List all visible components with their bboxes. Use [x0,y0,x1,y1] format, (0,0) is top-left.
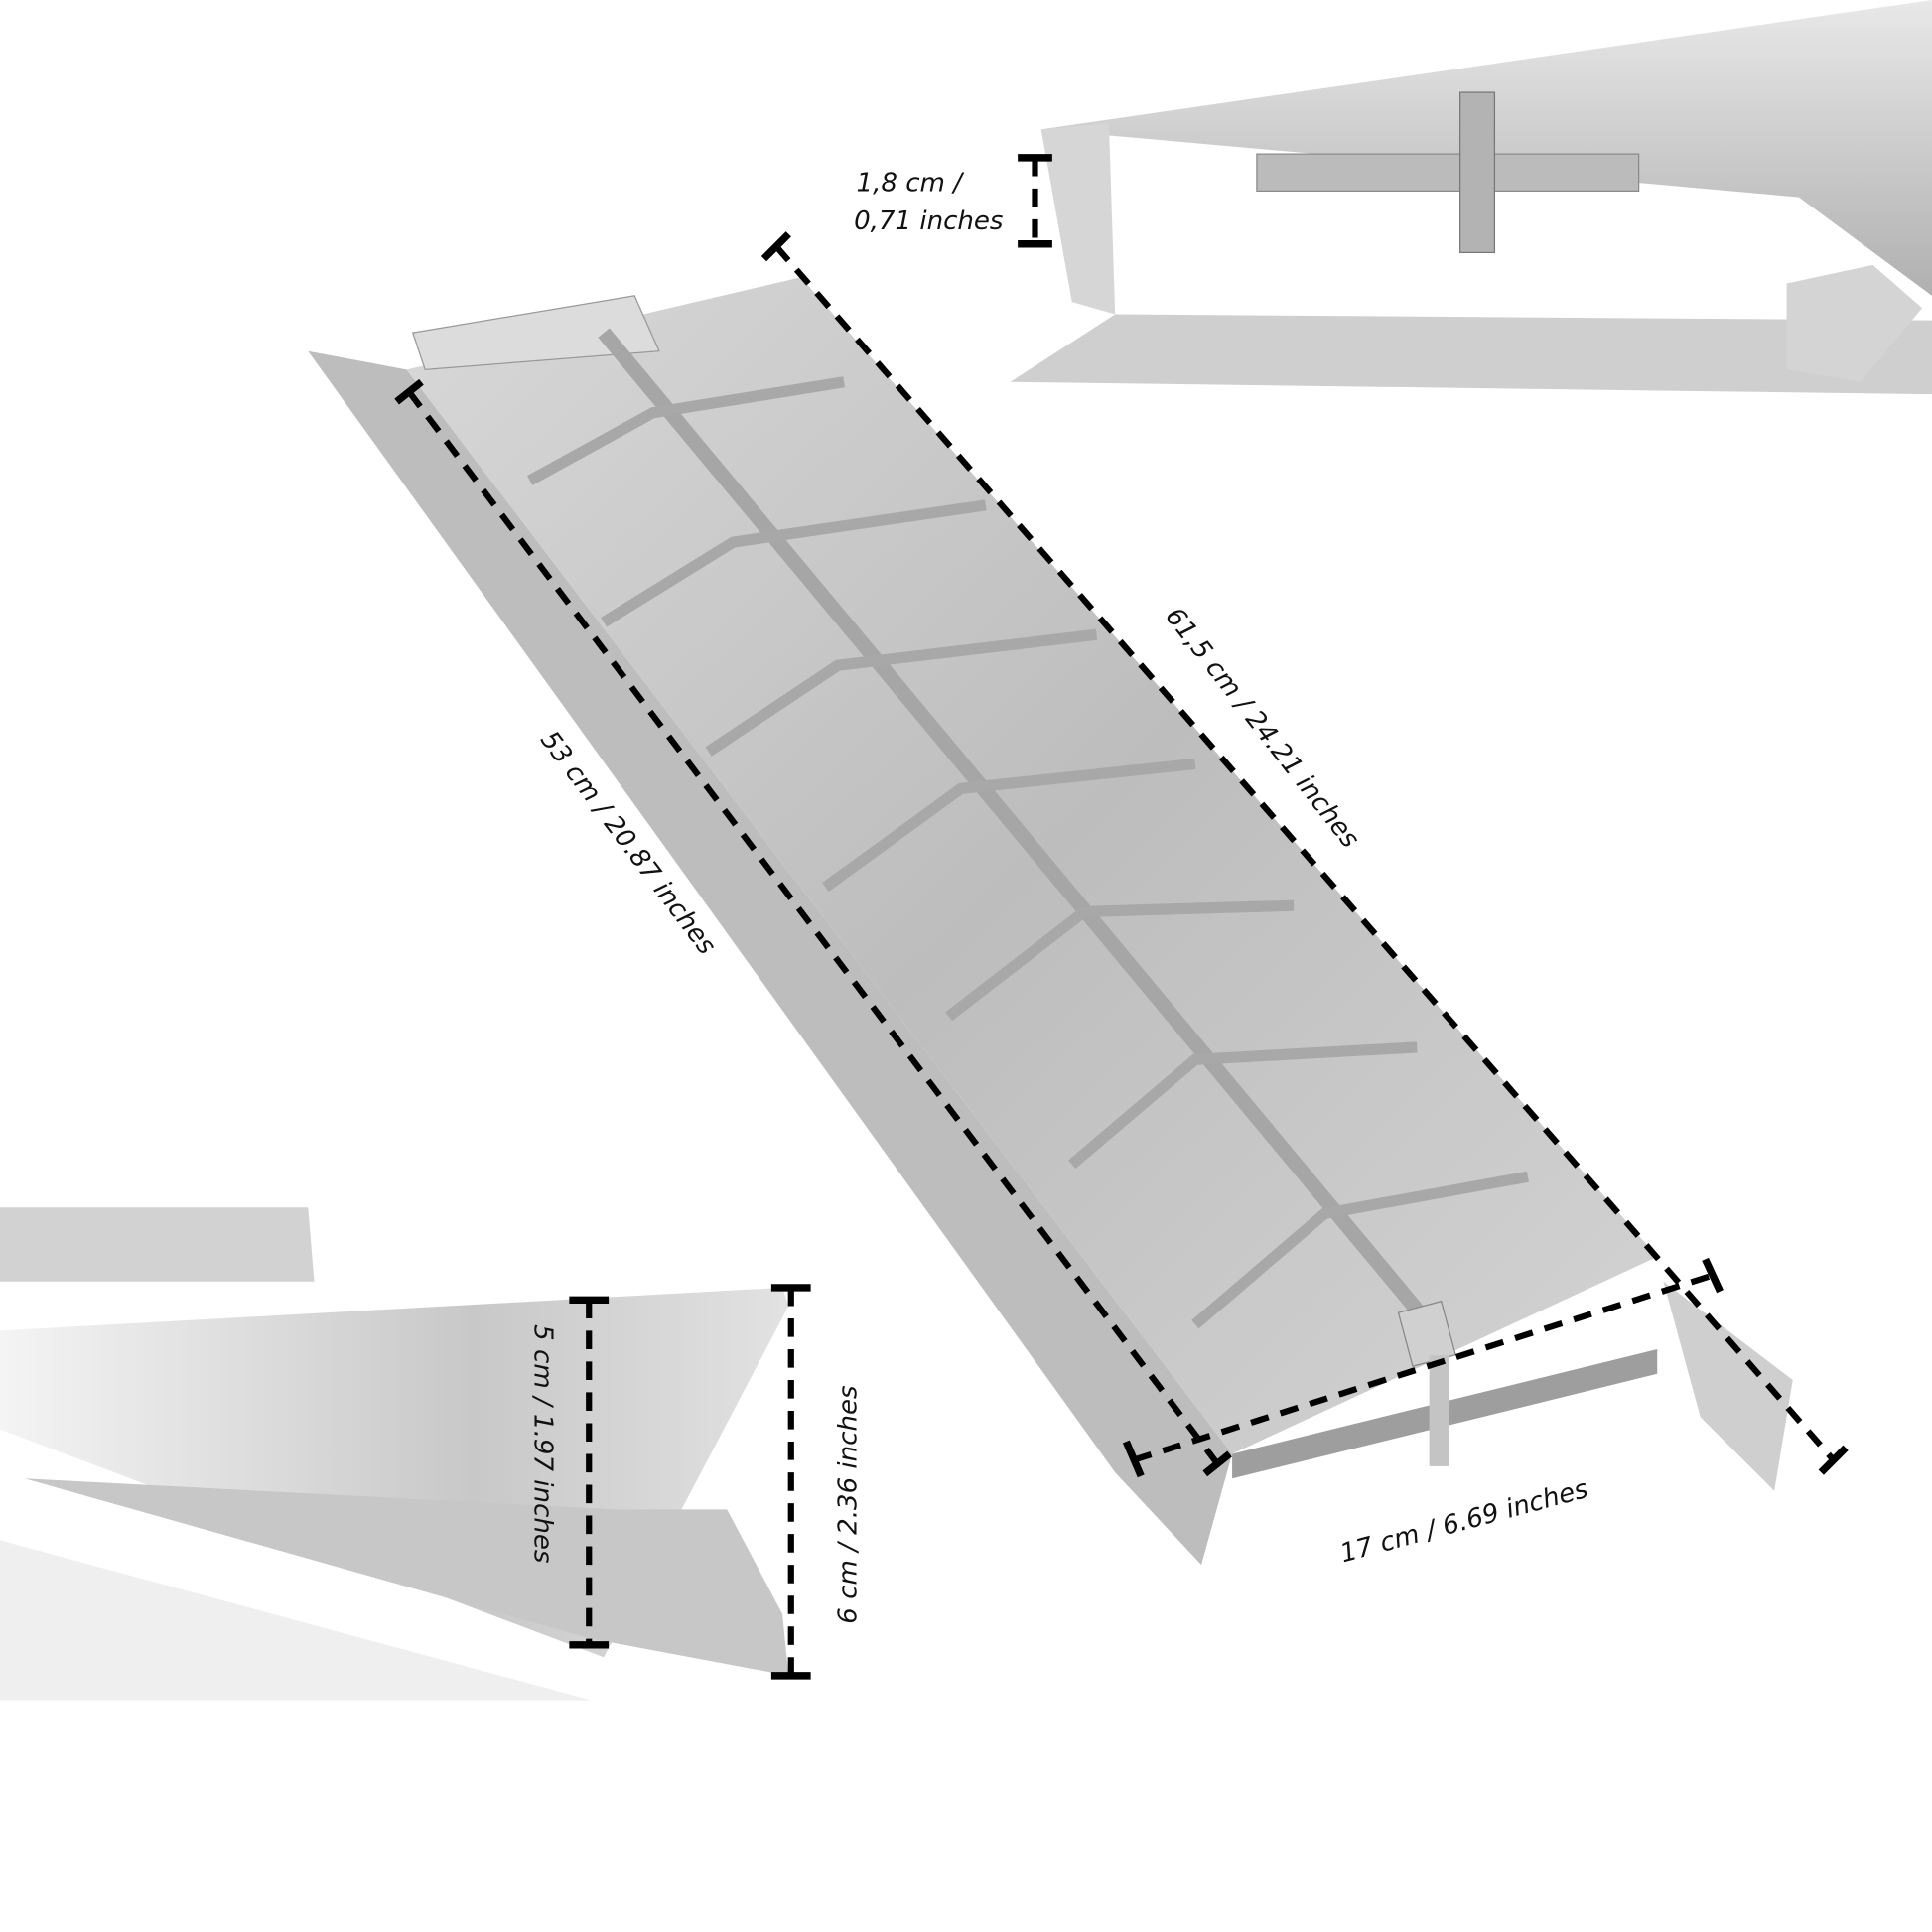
dimension-rail-height: 1,8 cm / 0,71 inches [854,154,1052,248]
side-profile-photo [0,1207,789,1701]
outer-height-label: 6 cm / 2.36 inches [834,1385,864,1624]
width-label: 17 cm / 6.69 inches [1337,1474,1591,1570]
rail-detail-photo [1010,0,1932,395]
rail-height-inches-label: 0,71 inches [854,207,1004,236]
dimension-outer-height: 6 cm / 2.36 inches [770,1284,864,1680]
rail-height-label: 1,8 cm / [857,168,966,198]
dimension-inner-height: 5 cm / 1.97 inches [528,1296,610,1649]
inner-height-label: 5 cm / 1.97 inches [528,1324,558,1564]
main-tray-photo [308,277,1793,1566]
